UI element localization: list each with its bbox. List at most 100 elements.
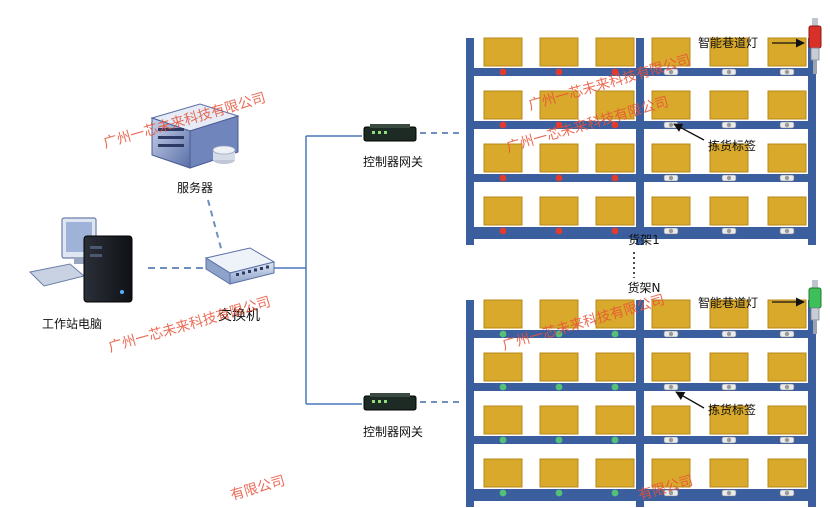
storage-box [483, 196, 523, 226]
server-icon [150, 103, 240, 169]
storage-box [709, 143, 749, 173]
pick-label-bottom-label: 拣货标签 [708, 402, 756, 417]
storage-box [767, 299, 807, 329]
storage-box [483, 37, 523, 67]
pick-indicator [784, 437, 790, 443]
storage-box [651, 37, 691, 67]
rack-upright [466, 300, 474, 507]
storage-box [651, 352, 691, 382]
storage-box [539, 196, 579, 226]
storage-box [595, 458, 635, 488]
pick-indicator [555, 227, 563, 235]
pick-indicator [499, 383, 507, 391]
storage-box [483, 143, 523, 173]
pick-indicator [784, 175, 790, 181]
aisle-light-bottom-label: 智能巷道灯 [698, 295, 758, 310]
pick-indicator [726, 384, 732, 390]
rack-beam [466, 121, 816, 129]
pick-indicator [668, 384, 674, 390]
pick-indicator [784, 122, 790, 128]
pick-indicator [611, 121, 619, 129]
rack-base [466, 235, 816, 239]
network-connections [148, 132, 462, 405]
storage-box [595, 90, 635, 120]
workstation-label: 工作站电脑 [42, 317, 102, 331]
storage-box [767, 405, 807, 435]
storage-box [539, 37, 579, 67]
pick-indicator [499, 68, 507, 76]
storage-box [539, 90, 579, 120]
rack-beam [466, 227, 816, 235]
storage-box [539, 143, 579, 173]
pick-indicator [668, 437, 674, 443]
storage-box [651, 90, 691, 120]
rack-n [466, 299, 816, 507]
storage-box [595, 299, 635, 329]
storage-box [483, 352, 523, 382]
rack-beam [466, 174, 816, 182]
pick-indicator [555, 383, 563, 391]
rack-base [466, 497, 816, 501]
pick-indicator [555, 330, 563, 338]
rack-beam [466, 330, 816, 338]
pick-indicator [611, 436, 619, 444]
aisle-light-top-label: 智能巷道灯 [698, 35, 758, 50]
controller-top-label: 控制器网关 [363, 155, 423, 169]
storage-box [709, 405, 749, 435]
storage-box [595, 143, 635, 173]
rack-beam [466, 436, 816, 444]
pick-indicator [499, 227, 507, 235]
storage-box [709, 352, 749, 382]
pick-indicator [668, 228, 674, 234]
network-switch-icon [204, 247, 276, 285]
pick-indicator [668, 490, 674, 496]
pick-indicator [784, 228, 790, 234]
storage-box [709, 299, 749, 329]
storage-box [767, 458, 807, 488]
storage-box [651, 196, 691, 226]
arrow-icon [675, 391, 705, 409]
rack-beam [466, 489, 816, 497]
stack-light-icon [808, 280, 822, 334]
storage-box [709, 458, 749, 488]
pick-indicator [726, 69, 732, 75]
pick-indicator [499, 489, 507, 497]
pick-indicator [668, 175, 674, 181]
pick-indicator [499, 121, 507, 129]
storage-box [539, 299, 579, 329]
storage-box [651, 405, 691, 435]
pick-indicator [611, 227, 619, 235]
rack-beam [466, 68, 816, 76]
pick-indicator [611, 330, 619, 338]
storage-box [539, 458, 579, 488]
pick-indicator [611, 68, 619, 76]
rack-beam [466, 383, 816, 391]
pick-indicator [668, 122, 674, 128]
rack-upright [466, 38, 474, 245]
storage-box [709, 37, 749, 67]
pick-indicator [784, 490, 790, 496]
storage-box [767, 143, 807, 173]
pick-indicator [611, 383, 619, 391]
controller-bottom-label: 控制器网关 [363, 425, 423, 439]
storage-box [539, 352, 579, 382]
storage-box [709, 90, 749, 120]
storage-box [483, 458, 523, 488]
storage-box [539, 405, 579, 435]
pick-indicator [555, 68, 563, 76]
pick-indicator [499, 174, 507, 182]
pick-indicator [726, 175, 732, 181]
storage-box [651, 458, 691, 488]
storage-box [767, 352, 807, 382]
storage-box [651, 143, 691, 173]
switch-label: 交换机 [218, 307, 260, 324]
pick-indicator [611, 489, 619, 497]
rack-upright [636, 300, 644, 507]
rack-upright [808, 300, 816, 507]
gateway-controller-icon [363, 124, 417, 142]
pick-indicator [499, 330, 507, 338]
pick-indicator [499, 436, 507, 444]
storage-box [483, 299, 523, 329]
